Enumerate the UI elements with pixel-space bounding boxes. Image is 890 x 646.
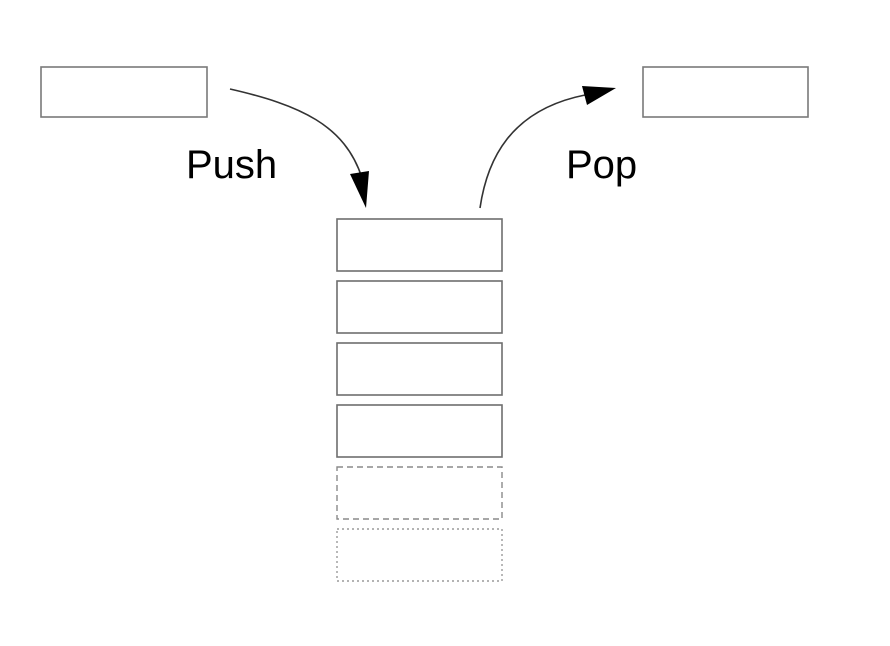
stack-slot-6-dotted bbox=[336, 528, 503, 582]
incoming-element-box bbox=[40, 66, 208, 118]
pop-arrow-head bbox=[582, 86, 616, 105]
stack-slot-5-dashed bbox=[336, 466, 503, 520]
outgoing-element-box bbox=[642, 66, 809, 118]
stack bbox=[336, 218, 503, 582]
push-label: Push bbox=[186, 143, 277, 187]
pop-arrow bbox=[479, 86, 616, 209]
pop-label: Pop bbox=[566, 143, 637, 187]
stack-slot-4-solid bbox=[336, 404, 503, 458]
stack-slot-2-solid bbox=[336, 280, 503, 334]
stack-slot-1-solid bbox=[336, 218, 503, 272]
stack-slot-3-solid bbox=[336, 342, 503, 396]
push-arrow bbox=[229, 88, 369, 208]
push-arrow-head bbox=[350, 171, 369, 208]
